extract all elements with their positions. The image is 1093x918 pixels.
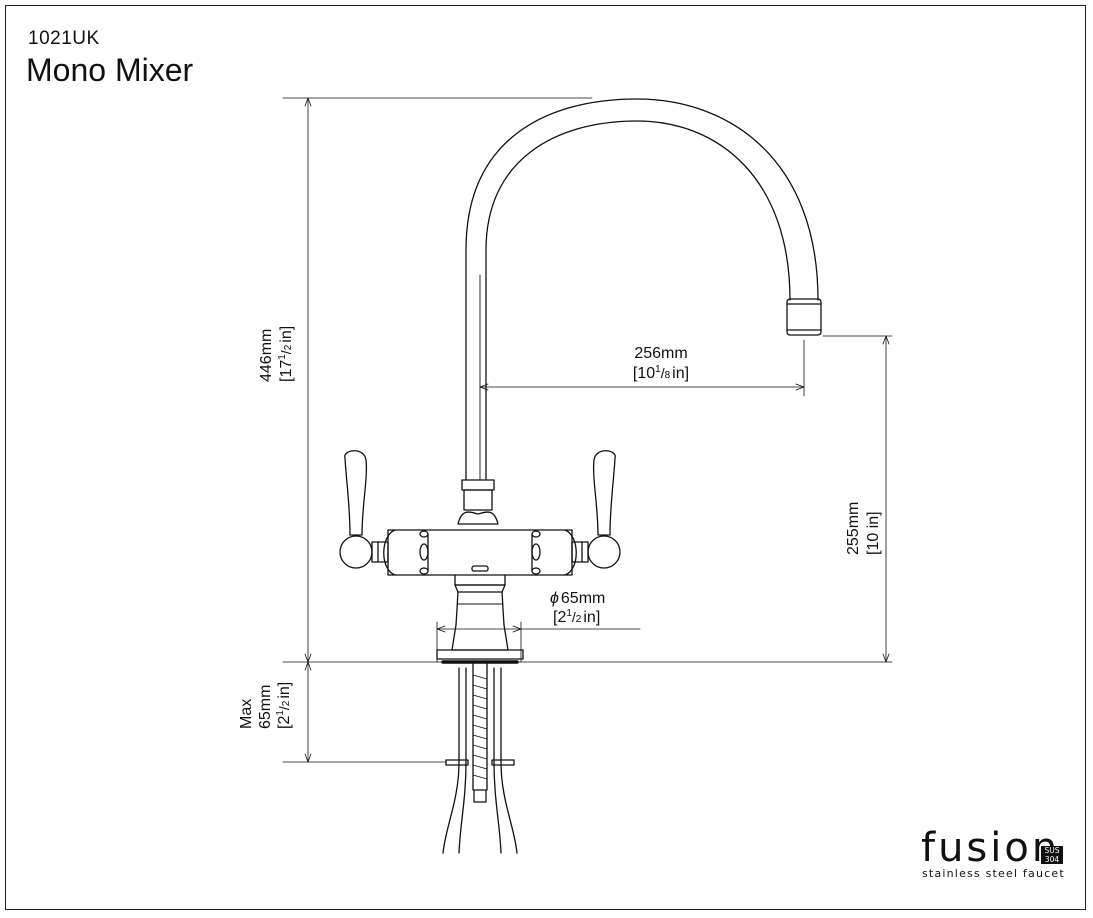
svg-text:Max: Max <box>238 699 255 729</box>
mixer-body <box>383 529 577 586</box>
spout <box>465 98 822 481</box>
right-handle <box>571 450 621 569</box>
aerator <box>786 298 822 336</box>
left-handle <box>339 450 389 569</box>
dimension-lines <box>282 97 893 763</box>
svg-text:[171/2in]: [171/2in] <box>277 326 295 382</box>
svg-text:65mm: 65mm <box>257 685 274 729</box>
svg-text:[21/2in]: [21/2in] <box>553 608 600 626</box>
svg-text:[21/2in]: [21/2in] <box>275 682 293 729</box>
brand-tagline: stainless steel faucet <box>922 867 1065 880</box>
spout-height-in: [10 in] <box>865 511 882 555</box>
product-title: Mono Mixer <box>26 52 194 88</box>
brand-logo: fusion <box>921 825 1061 871</box>
overall-height-label: 446mm [171/2in] <box>258 326 295 382</box>
model-number: 1021UK <box>28 28 100 49</box>
sus304-badge: SUS 304 <box>1041 846 1063 864</box>
spout-reach-mm: 256mm <box>634 345 687 362</box>
faucet-base <box>436 584 524 664</box>
spout-height-label: 255mm [10 in] <box>845 502 882 555</box>
overall-height-mm: 446mm <box>258 329 275 382</box>
drawing-frame <box>5 5 1086 910</box>
svg-text:[101/8in]: [101/8in] <box>633 364 689 382</box>
max-deck-label: Max 65mm [21/2in] <box>238 682 293 729</box>
under-deck-fixings <box>442 663 518 854</box>
spout-height-mm: 255mm <box>845 502 862 555</box>
spout-collar <box>457 479 499 525</box>
